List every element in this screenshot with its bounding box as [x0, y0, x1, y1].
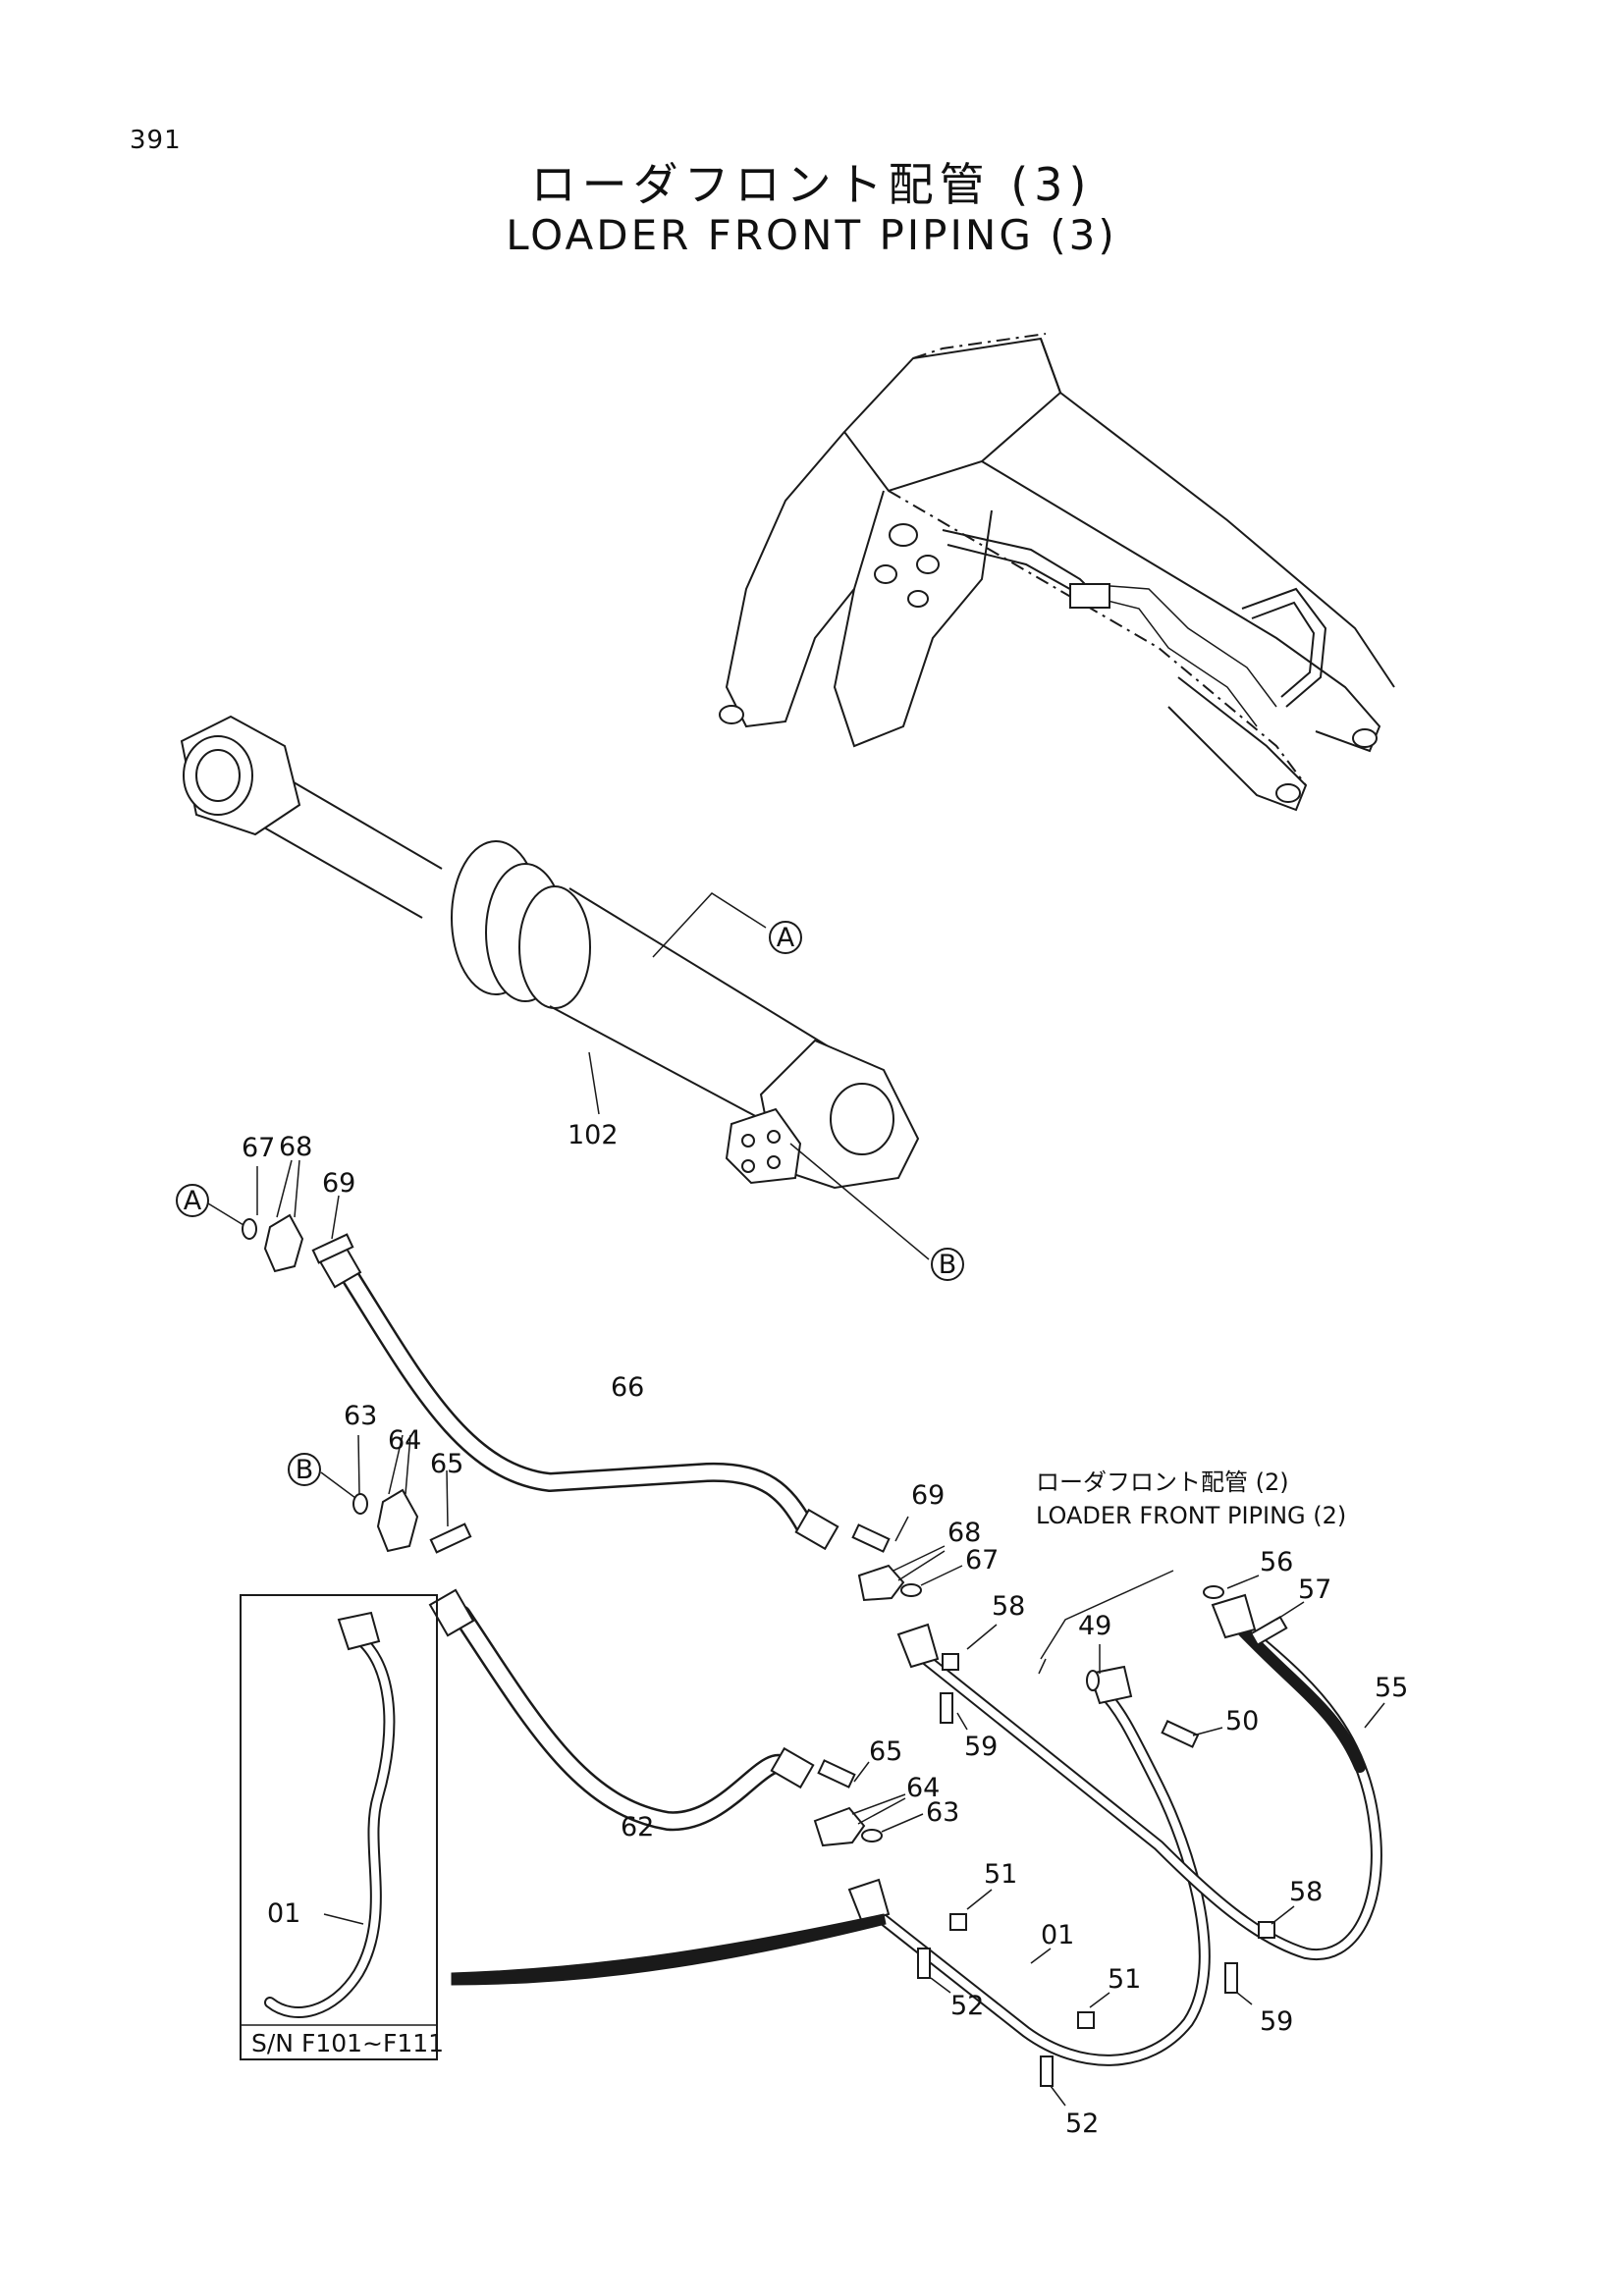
page-number: 391: [130, 126, 182, 155]
page-title-english: LOADER FRONT PIPING (3): [506, 211, 1117, 259]
label-part-66: 66: [611, 1372, 644, 1403]
label-part-63-mid: 63: [926, 1797, 959, 1828]
clamp-51-bottom: [1077, 2011, 1095, 2029]
o-ring-67-top: [242, 1218, 257, 1240]
inset-pipe-illustration: [264, 1611, 396, 2018]
bolt-65-mid: [817, 1759, 856, 1789]
serial-number-note: S/N F101~F111: [251, 2029, 444, 2057]
o-ring-63-left: [352, 1493, 368, 1515]
pipe-55-illustration: [1211, 1593, 1366, 1773]
loader-front-assembly-illustration: [719, 333, 1395, 812]
callout-a-circle-hose: [176, 1184, 209, 1217]
label-part-58-bottom: 58: [1289, 1877, 1323, 1907]
flange-64-mid: [813, 1806, 866, 1847]
flange-68-top: [263, 1213, 304, 1273]
label-part-50: 50: [1225, 1706, 1259, 1736]
label-part-57: 57: [1298, 1575, 1331, 1605]
callout-b-label-hose: B: [296, 1455, 314, 1485]
label-part-68-top: 68: [279, 1132, 312, 1162]
clamp-58-bottom: [1258, 1921, 1275, 1939]
label-part-59-top: 59: [964, 1732, 998, 1762]
label-part-69-mid: 69: [911, 1480, 945, 1511]
label-part-51-bottom: 51: [1108, 1964, 1141, 1995]
label-part-64-mid: 64: [906, 1773, 940, 1803]
reference-note-japanese: ローダフロント配管 (2): [1036, 1468, 1289, 1496]
label-part-01-main: 01: [1041, 1920, 1074, 1950]
label-part-58-top: 58: [992, 1591, 1025, 1622]
page-title-japanese: ローダフロント配管 (3): [530, 158, 1093, 211]
label-part-63-left: 63: [344, 1401, 377, 1431]
bolt-65-left: [429, 1522, 472, 1554]
label-part-52-top: 52: [950, 1991, 984, 2021]
label-part-67-mid: 67: [965, 1545, 999, 1575]
callout-b-label-cylinder: B: [939, 1250, 957, 1280]
label-part-52-bottom: 52: [1065, 2109, 1099, 2139]
inset-part-label: 01: [267, 1898, 300, 1929]
o-ring-63-mid: [861, 1829, 883, 1842]
hose-62-illustration: [428, 1588, 815, 1832]
label-part-65-left: 65: [430, 1449, 463, 1479]
clamp-51-top: [949, 1913, 967, 1931]
serial-variant-inset-box: [240, 1594, 438, 2060]
bolt-59-top: [940, 1692, 953, 1724]
callout-a-label-hose: A: [184, 1186, 202, 1216]
bolt-57: [1249, 1615, 1288, 1646]
hydraulic-cylinder-illustration: [180, 715, 920, 1190]
bolt-52-bottom: [1040, 2056, 1054, 2087]
callout-a-circle: [769, 921, 802, 954]
bolt-59-bottom: [1224, 1962, 1238, 1994]
inset-reference-arrow: [451, 1913, 887, 1986]
flange-64-left: [376, 1488, 419, 1553]
pipe-01-illustration: [847, 1665, 1211, 2066]
callout-b-circle-hose: [288, 1453, 321, 1486]
o-ring-56: [1203, 1585, 1224, 1599]
callout-b-circle-cylinder: [931, 1248, 964, 1281]
label-part-69-top: 69: [322, 1168, 355, 1199]
label-part-102: 102: [568, 1120, 619, 1150]
label-part-49: 49: [1078, 1611, 1111, 1641]
bolt-50: [1161, 1720, 1200, 1748]
label-part-68-mid: 68: [947, 1518, 981, 1548]
reference-note-english: LOADER FRONT PIPING (2): [1036, 1502, 1346, 1529]
label-part-51-top: 51: [984, 1859, 1017, 1890]
label-part-55: 55: [1375, 1673, 1408, 1703]
label-part-67-top: 67: [242, 1133, 275, 1163]
label-part-56: 56: [1260, 1547, 1293, 1577]
flange-68-mid: [857, 1564, 905, 1602]
label-part-59-bottom: 59: [1260, 2006, 1293, 2037]
callout-a-label: A: [777, 923, 795, 953]
clamp-58-top: [942, 1653, 959, 1671]
o-ring-67-mid: [900, 1583, 922, 1597]
label-part-65-mid: 65: [869, 1736, 902, 1767]
bolt-52-top: [917, 1948, 931, 1979]
label-part-64-left: 64: [388, 1425, 421, 1456]
bolt-69-top: [311, 1233, 354, 1264]
o-ring-49: [1086, 1670, 1100, 1691]
label-part-62: 62: [621, 1812, 654, 1842]
bolt-69-mid: [851, 1523, 891, 1553]
